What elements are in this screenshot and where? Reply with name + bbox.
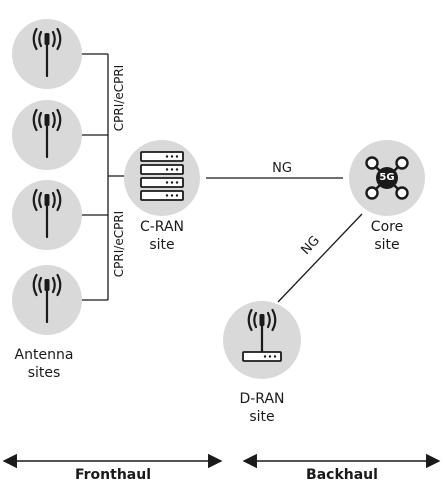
cran-site <box>124 140 200 216</box>
core-site-label: Core site <box>350 218 424 254</box>
antenna-icon <box>32 27 62 78</box>
antenna-icon <box>32 188 62 239</box>
fronthaul-label: Fronthaul <box>74 467 152 483</box>
antenna-icon <box>32 108 62 159</box>
antenna-icon <box>247 308 277 354</box>
5g-badge <box>376 167 398 189</box>
ng-link-dran-core <box>277 213 363 303</box>
dran-site-label-line2: site <box>249 409 275 425</box>
cran-site-label: C-RAN site <box>122 218 202 254</box>
antenna-sites-label-line2: sites <box>27 365 61 381</box>
server-rack-icon <box>140 151 184 201</box>
antenna-site-1 <box>12 19 82 89</box>
cpri-upper-label: CPRI/eCPRI <box>112 64 126 132</box>
server-lights <box>165 155 179 197</box>
cran-site-label-line2: site <box>149 237 175 253</box>
dran-site <box>223 301 301 379</box>
antenna-sites-label-line1: Antenna <box>14 347 74 363</box>
antenna-icon <box>32 273 62 324</box>
fronthaul-links <box>80 53 126 301</box>
5g-badge-label: 5G <box>379 172 395 183</box>
baseband-unit-icon <box>242 351 282 362</box>
core-site <box>349 140 425 216</box>
core-site-label-line2: site <box>374 237 400 253</box>
antenna-sites-label: Antenna sites <box>4 346 84 382</box>
core-site-label-line1: Core <box>370 219 404 235</box>
cran-site-label-line1: C-RAN <box>139 219 185 235</box>
dran-site-label-line1: D-RAN <box>239 391 285 407</box>
antenna-site-3 <box>12 180 82 250</box>
backhaul-label: Backhaul <box>306 467 378 483</box>
dran-site-label: D-RAN site <box>224 390 300 426</box>
antenna-site-4 <box>12 265 82 335</box>
ng-label-cran-core: NG <box>272 161 292 176</box>
antenna-site-2 <box>12 100 82 170</box>
